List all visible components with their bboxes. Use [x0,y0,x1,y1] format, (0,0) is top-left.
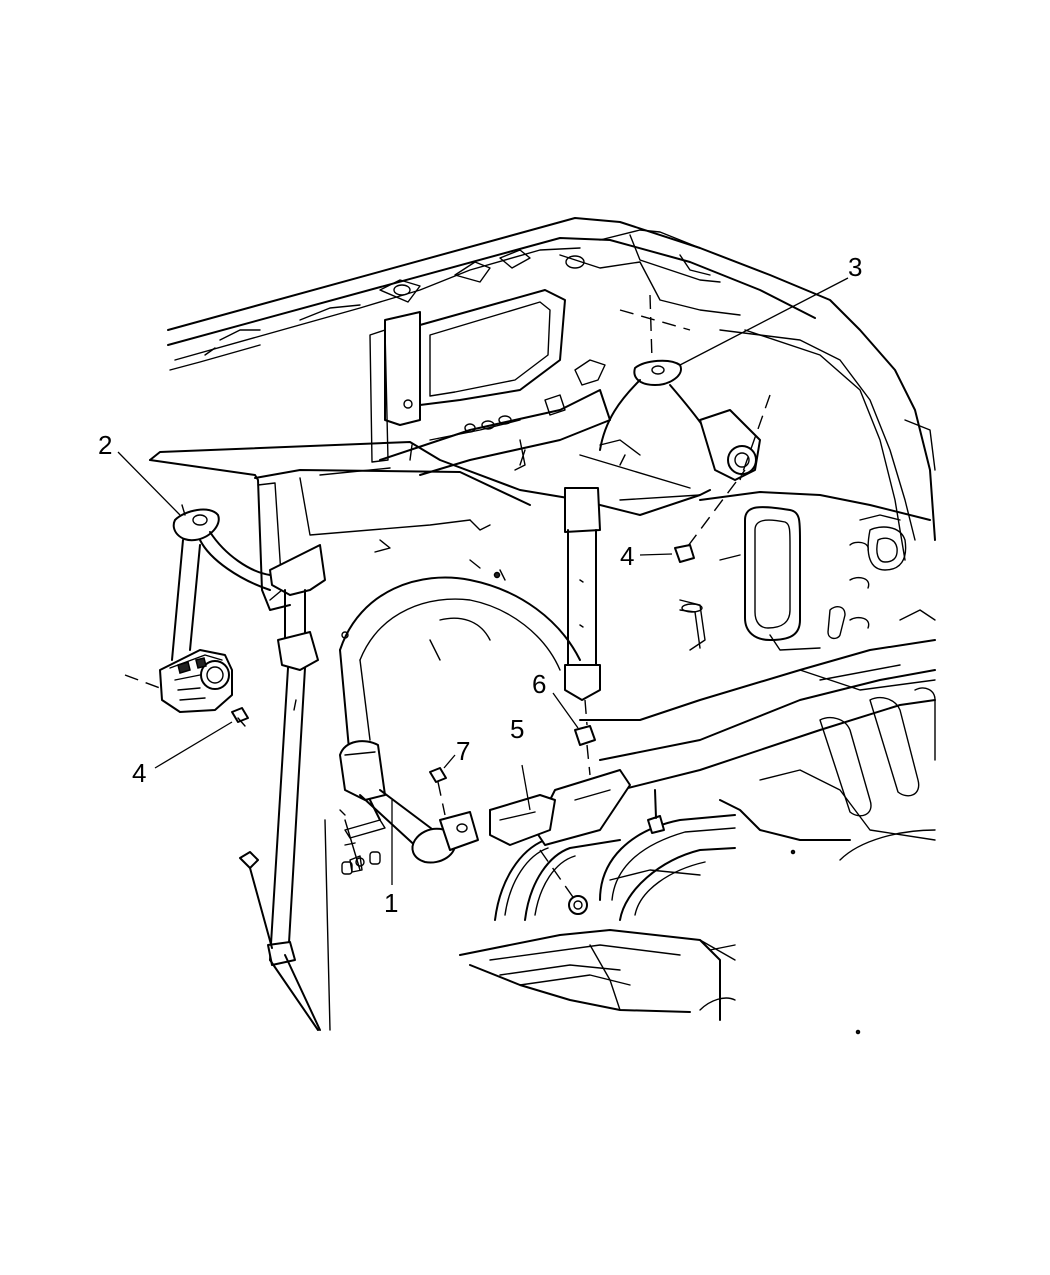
rear-panel [379,359,611,476]
callout-2: 2 [98,430,112,460]
roof-details [204,249,585,356]
sill-edge [324,809,386,1031]
callout-5: 5 [510,714,524,744]
leader-lines [117,277,849,885]
belt-webbing [239,544,326,1031]
callout-4-lower: 4 [132,758,146,788]
callout-3: 3 [848,252,862,282]
roof-panel [167,217,936,561]
callouts: 1 2 3 4 4 5 6 7 [98,252,862,918]
nut [574,699,596,776]
right-body-panel [679,491,936,651]
buckle-bracket [489,769,665,915]
callout-7: 7 [456,736,470,766]
wheelhouse [339,559,581,821]
upper-guide-assembly [564,294,771,701]
quarter-window [369,289,566,463]
floor-rails [459,814,736,1021]
callout-1: 1 [384,888,398,918]
callout-6: 6 [532,669,546,699]
floor-pan [489,639,936,1035]
shoulder-belt-retractor-assembly [124,504,271,727]
callout-4-upper: 4 [620,541,634,571]
bolt-upper [674,469,746,563]
c-pillar-trim-panel [149,439,711,611]
seat-belt-buckle [339,740,479,864]
